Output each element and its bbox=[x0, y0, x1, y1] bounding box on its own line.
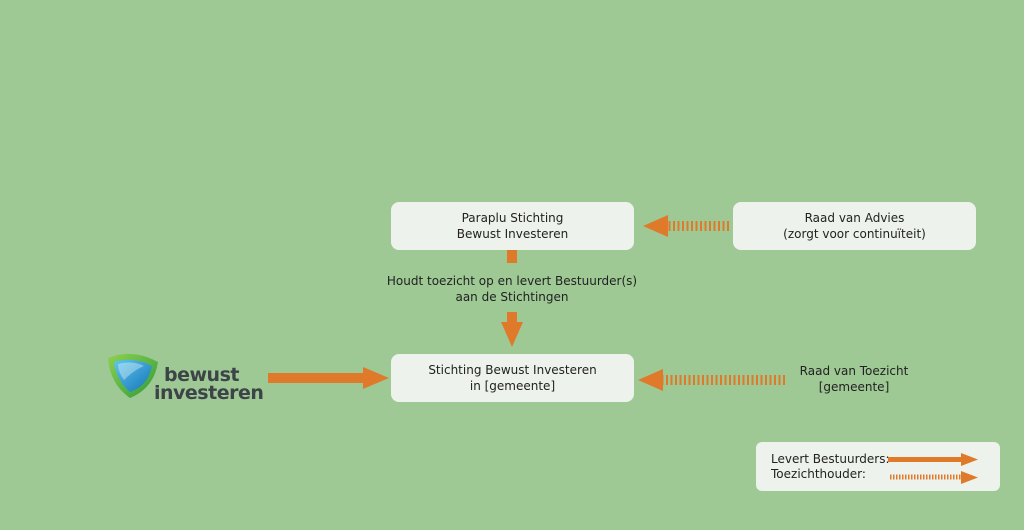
legend-label-bestuurders: Levert Bestuurders: bbox=[771, 452, 890, 466]
toezicht-edge-label-line2: aan de Stichtingen bbox=[455, 290, 569, 304]
legend-label-toezicht: Toezichthouder: bbox=[771, 467, 866, 481]
raad-van-advies-line2: (zorgt voor continuïteit) bbox=[783, 227, 926, 241]
raad-van-advies-box: Raad van Advies (zorgt voor continuïteit… bbox=[733, 202, 976, 250]
raad-van-toezicht-line1: Raad van Toezicht bbox=[799, 364, 909, 378]
raad-van-toezicht-line2: [gemeente] bbox=[818, 380, 890, 394]
arrow-toezicht-to-stichting bbox=[638, 369, 785, 391]
legend-solid-arrow-icon bbox=[888, 453, 978, 466]
legend-arrows bbox=[888, 453, 978, 484]
paraplu-stichting-line2: Bewust Investeren bbox=[456, 227, 569, 241]
paraplu-stichting-line1: Paraplu Stichting bbox=[461, 211, 564, 225]
paraplu-stichting-box: Paraplu Stichting Bewust Investeren bbox=[391, 202, 634, 250]
bewust-investeren-logo: bewust investeren bbox=[104, 350, 264, 406]
arrow-advies-to-paraplu bbox=[643, 215, 729, 237]
arrow-paraplu-to-stichting bbox=[501, 312, 523, 347]
toezicht-edge-label: Houdt toezicht op en levert Bestuurder(s… bbox=[372, 273, 652, 305]
raad-van-toezicht-label: Raad van Toezicht [gemeente] bbox=[774, 363, 934, 395]
arrow-logo-to-stichting bbox=[268, 367, 389, 389]
stichting-gemeente-box: Stichting Bewust Investeren in [gemeente… bbox=[391, 354, 634, 402]
legend-dashed-arrow-icon bbox=[890, 471, 978, 484]
legend-box: Levert Bestuurders: Toezichthouder: bbox=[756, 442, 1000, 491]
toezicht-edge-label-line1: Houdt toezicht op en levert Bestuurder(s… bbox=[386, 274, 638, 288]
arrow-paraplu-down-top bbox=[507, 250, 517, 263]
logo-word-investeren: investeren bbox=[154, 382, 264, 404]
stichting-gemeente-line1: Stichting Bewust Investeren bbox=[428, 363, 597, 377]
raad-van-advies-line1: Raad van Advies bbox=[804, 211, 905, 225]
logo-emblem-icon bbox=[108, 353, 158, 398]
logo-word-bewust: bewust bbox=[164, 364, 239, 386]
stichting-gemeente-line2: in [gemeente] bbox=[469, 379, 556, 393]
